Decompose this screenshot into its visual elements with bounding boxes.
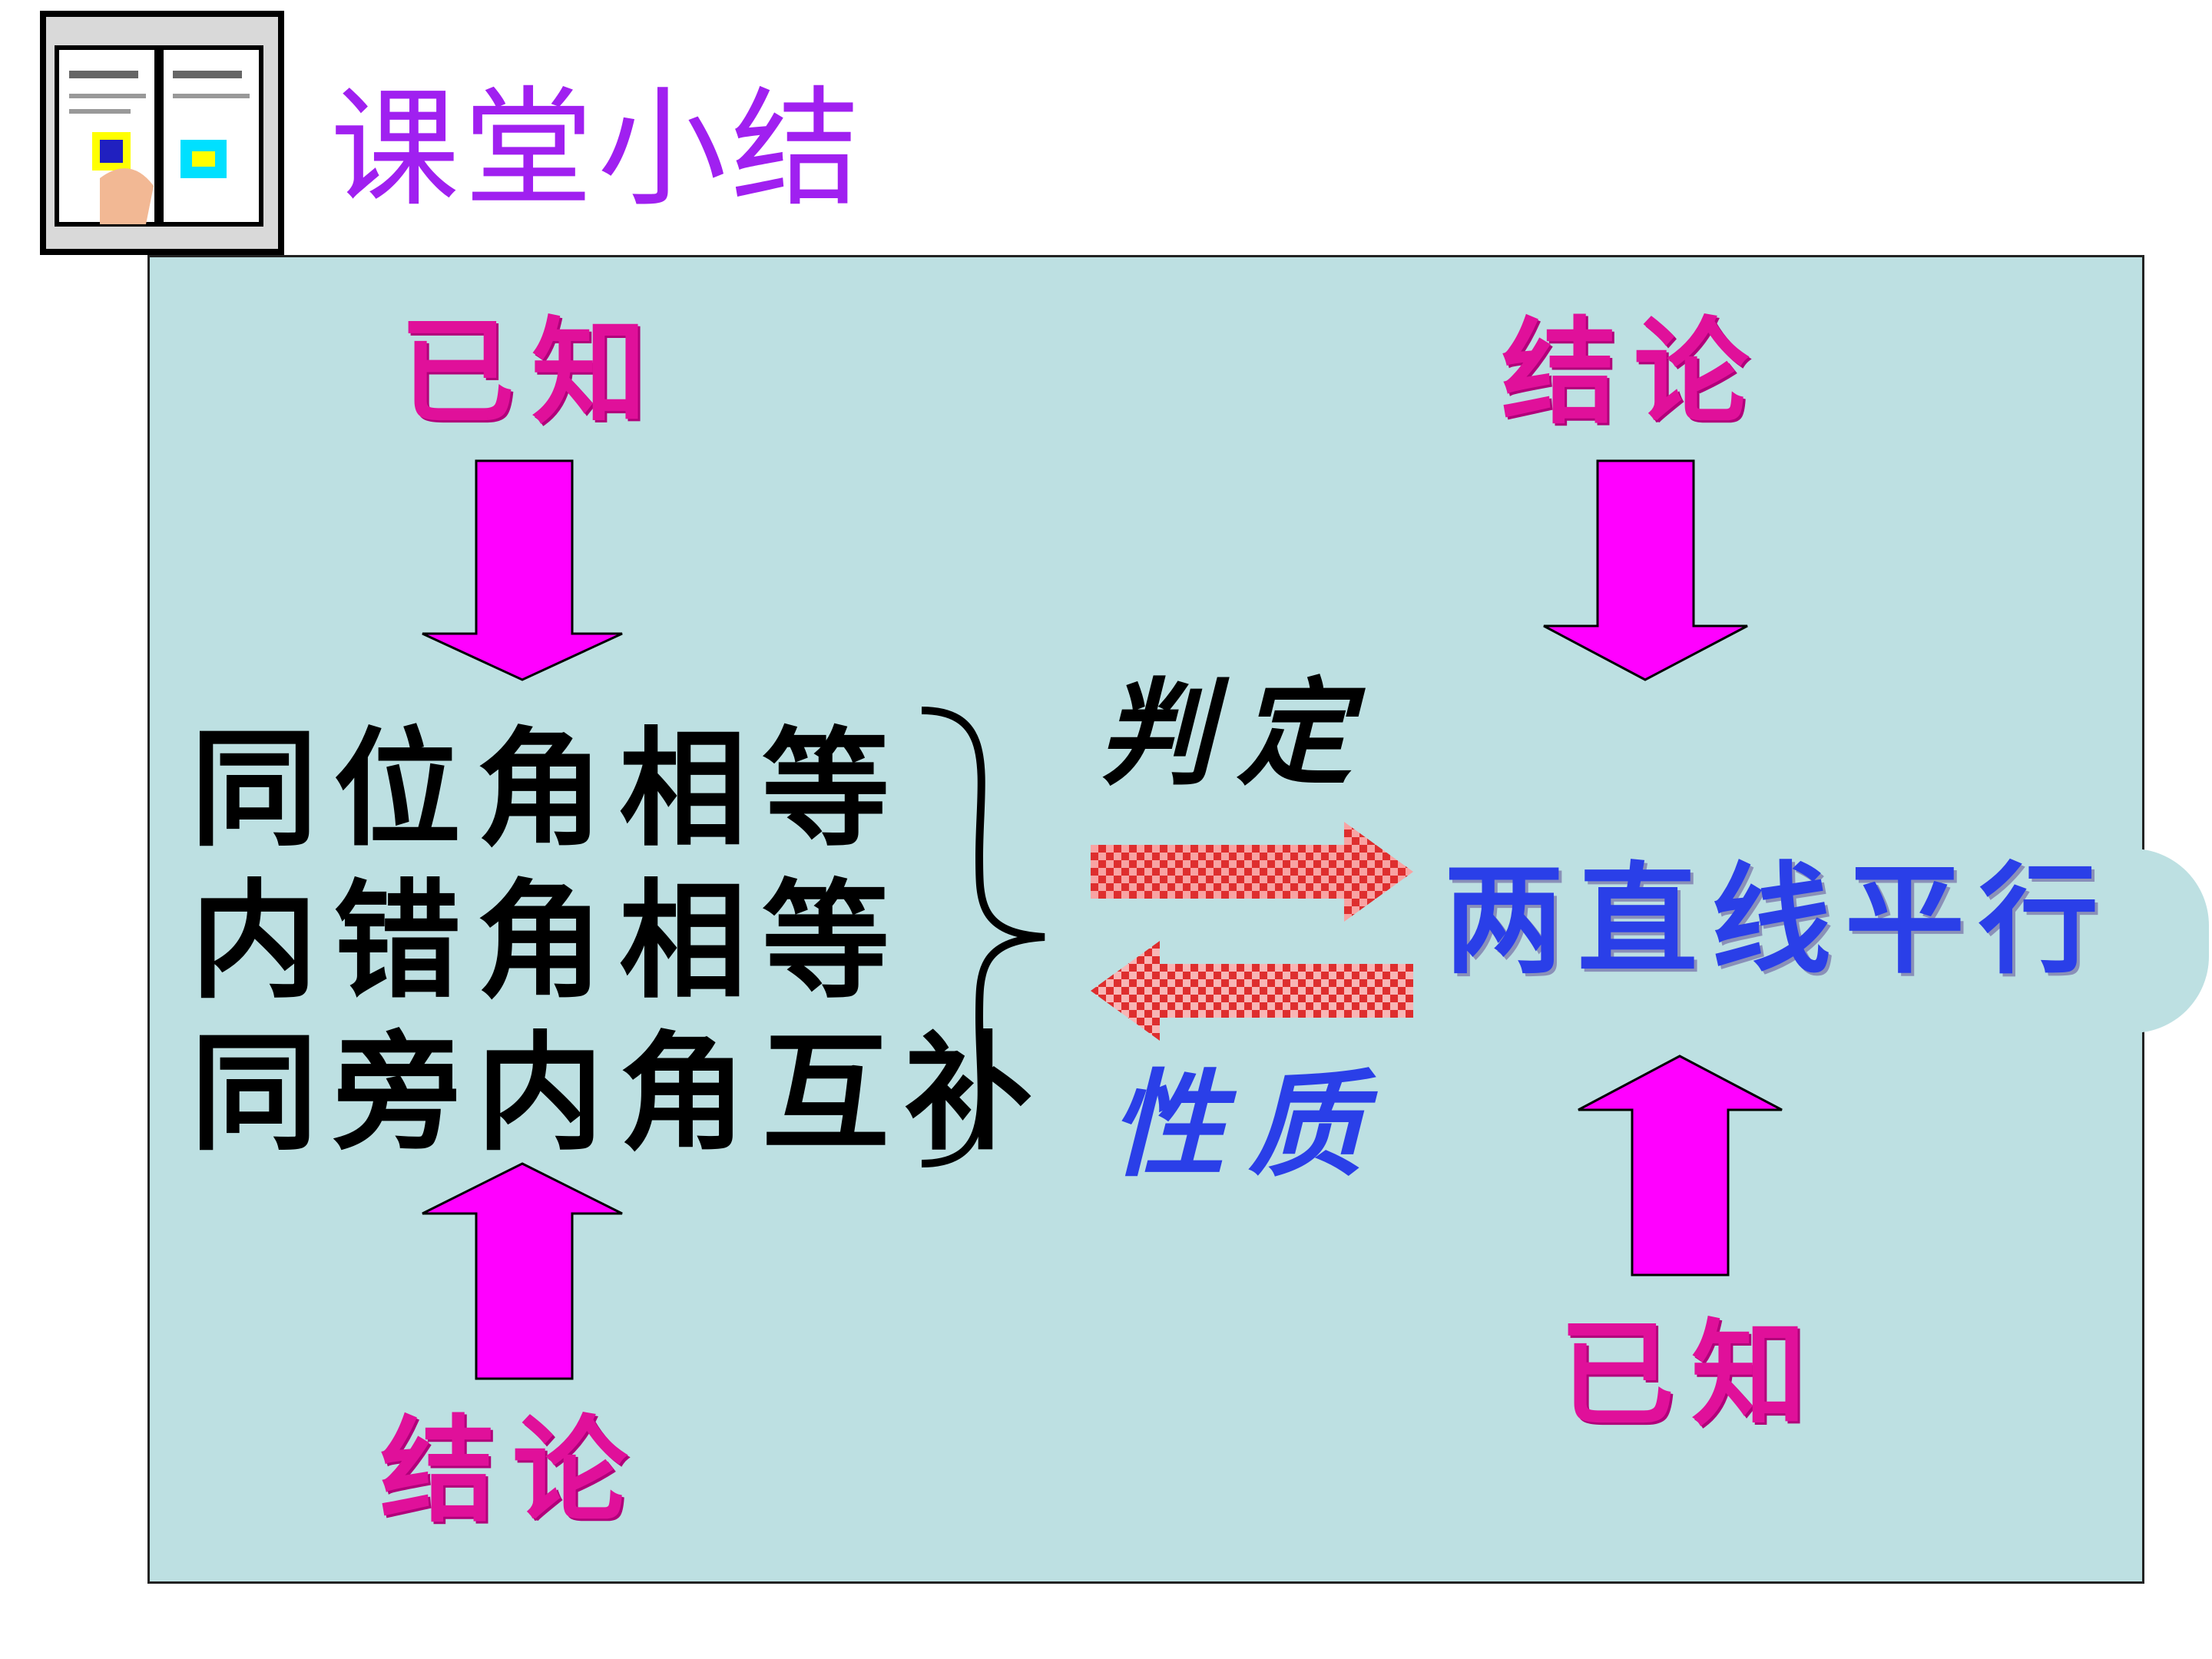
condition-item-1: 同位角相等: [190, 716, 905, 864]
judge-label: 判定: [1098, 666, 1376, 801]
right-conclusion-label: 结论: [1502, 305, 1767, 440]
panel-tab: [2132, 849, 2209, 1033]
condition-item-3: 同旁内角互补: [190, 1020, 1048, 1168]
left-given-label: 已知: [399, 305, 664, 440]
condition-list: 同位角相等 内错角相等 同旁内角互补: [190, 714, 1048, 1171]
left-up-arrow: [422, 1162, 623, 1380]
property-label: 性质: [1110, 1058, 1387, 1193]
open-book-drawing: [55, 45, 263, 227]
open-book-icon: [40, 11, 284, 255]
result-text: 两直线平行: [1444, 850, 2112, 990]
right-arrow-judge: [1091, 822, 1413, 922]
page-title: 课堂小结: [330, 74, 865, 224]
right-given-label: 已知: [1559, 1307, 1824, 1442]
left-arrow-property: [1091, 941, 1413, 1041]
condition-item-2: 内错角相等: [190, 868, 905, 1016]
right-down-arrow: [1543, 459, 1748, 681]
left-down-arrow: [422, 459, 623, 681]
right-up-arrow: [1578, 1055, 1783, 1277]
left-conclusion-label: 结论: [380, 1403, 645, 1538]
right-brace: [921, 707, 1045, 1167]
